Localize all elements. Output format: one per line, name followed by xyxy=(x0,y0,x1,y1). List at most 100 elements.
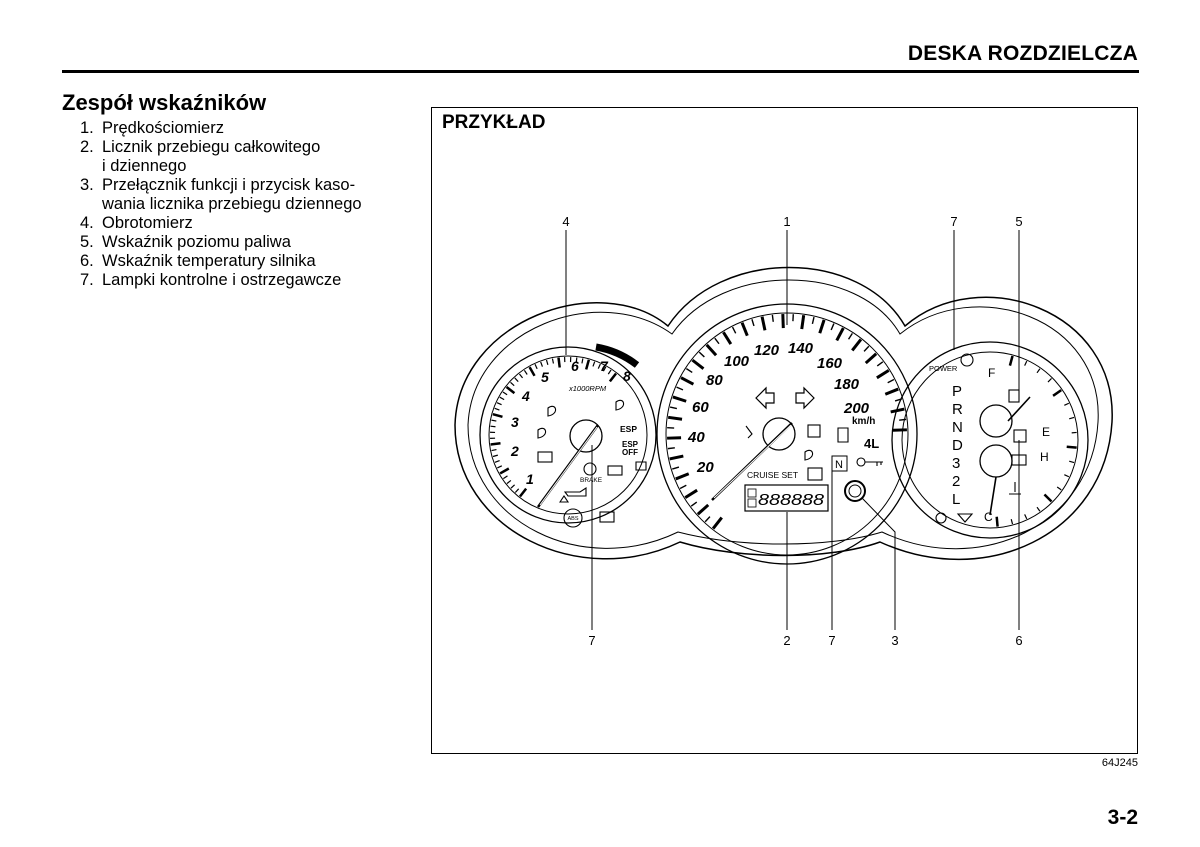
callout-number: 7 xyxy=(588,633,595,648)
major-tick xyxy=(557,357,561,368)
minor-tick xyxy=(704,516,711,523)
major-tick xyxy=(696,503,710,516)
minor-tick xyxy=(607,369,612,375)
minor-tick xyxy=(510,484,516,489)
major-tick xyxy=(800,314,806,330)
temperature-gauge-pivot xyxy=(979,444,1013,478)
minor-tick xyxy=(494,407,500,411)
minor-tick xyxy=(690,501,698,507)
major-tick xyxy=(835,327,845,342)
minor-tick xyxy=(894,398,902,402)
list-item-number: 6. xyxy=(80,252,94,270)
list-item-number: 5. xyxy=(80,233,94,251)
major-tick xyxy=(528,366,536,377)
minor-tick xyxy=(1064,402,1070,406)
minor-tick xyxy=(1047,378,1052,383)
callout-number: 3 xyxy=(891,633,898,648)
major-tick xyxy=(876,369,890,380)
minor-tick xyxy=(1069,460,1075,464)
minor-tick xyxy=(518,373,524,379)
brake-warning-icon xyxy=(583,462,597,476)
turn-right-arrow-icon xyxy=(795,386,815,410)
list-item: 7.Lampki kontrolne i ostrzegawcze xyxy=(80,271,362,290)
minor-tick xyxy=(771,314,774,322)
minor-tick xyxy=(1069,416,1075,420)
fuel-pump-icon xyxy=(1008,389,1020,403)
minor-tick xyxy=(899,418,907,421)
brake-label: BRAKE xyxy=(580,477,603,484)
cluster-outline xyxy=(454,266,1113,561)
minor-tick xyxy=(597,363,601,369)
list-item-number: 7. xyxy=(80,271,94,289)
slip-indicator-icon xyxy=(635,461,647,471)
minor-tick xyxy=(575,357,578,363)
speedometer-ticks xyxy=(667,314,907,530)
major-tick xyxy=(851,338,863,352)
tach-number: 4 xyxy=(521,388,530,404)
major-tick xyxy=(669,454,684,461)
speed-unit: km/h xyxy=(852,416,875,427)
minor-tick xyxy=(545,359,549,365)
abs-label: ABS xyxy=(567,516,578,522)
major-tick xyxy=(691,358,705,370)
major-tick xyxy=(680,376,695,386)
fuel-full-label: F xyxy=(988,366,995,380)
minor-tick xyxy=(514,377,519,383)
tach-number: 5 xyxy=(541,369,549,385)
major-tick xyxy=(705,343,718,357)
minor-tick xyxy=(499,396,505,401)
major-tick xyxy=(608,372,618,383)
tach-number: 7 xyxy=(600,358,609,374)
speed-number: 140 xyxy=(788,340,814,357)
major-tick xyxy=(492,412,503,419)
rear-fog-icon xyxy=(537,427,547,439)
speed-number: 60 xyxy=(692,399,709,416)
tachometer-dial xyxy=(488,355,648,515)
major-tick xyxy=(884,387,899,396)
abs-warning-icon xyxy=(563,508,583,528)
minor-tick xyxy=(751,319,755,327)
low-tire-icon xyxy=(935,512,947,524)
minor-tick xyxy=(492,454,498,458)
minor-tick xyxy=(551,358,555,364)
turn-left-arrow-icon xyxy=(755,386,775,410)
minor-tick xyxy=(581,358,584,364)
major-tick xyxy=(672,395,687,403)
tachometer-hub xyxy=(569,419,603,453)
major-tick xyxy=(760,316,767,331)
major-tick xyxy=(711,516,723,530)
cluster-inner-outline xyxy=(467,279,1099,550)
list-item-number: 1. xyxy=(80,119,94,137)
check-engine-icon xyxy=(599,511,615,523)
speed-number: 180 xyxy=(834,376,860,393)
speed-number: 120 xyxy=(754,342,780,359)
high-beam-icon xyxy=(804,449,814,461)
callout-number: 7 xyxy=(950,214,957,229)
callout-number: 1 xyxy=(783,214,790,229)
odometer-display xyxy=(744,484,829,512)
fuel-empty-label: E xyxy=(1042,425,1050,439)
temperature-needle xyxy=(989,476,997,516)
speed-number: 200 xyxy=(843,400,870,417)
battery-warning-icon xyxy=(607,465,623,476)
fuel-filler-icon xyxy=(1013,429,1027,443)
water-in-fuel-icon xyxy=(956,513,974,523)
minor-tick xyxy=(887,378,895,384)
minor-tick xyxy=(494,460,500,463)
seatbelt-warning-icon xyxy=(745,425,753,439)
figure-frame xyxy=(431,107,1138,754)
minor-tick xyxy=(1056,486,1062,491)
list-item: 6. Wskaźnik temperatury silnika xyxy=(80,252,362,271)
figure-code: 64J245 xyxy=(1101,757,1138,769)
list-item: 3.Przełącznik funkcji i przycisk kaso- w… xyxy=(80,176,362,214)
power-mode-icon xyxy=(960,353,974,367)
four-l-label: 4L xyxy=(864,436,879,451)
gear-letter: P xyxy=(952,383,962,400)
minor-tick xyxy=(1064,474,1070,478)
tachometer-redline xyxy=(595,343,640,368)
gear-letter: R xyxy=(952,401,963,418)
list-item-text: Wskaźnik temperatury silnika xyxy=(102,252,316,270)
major-tick xyxy=(667,415,683,421)
